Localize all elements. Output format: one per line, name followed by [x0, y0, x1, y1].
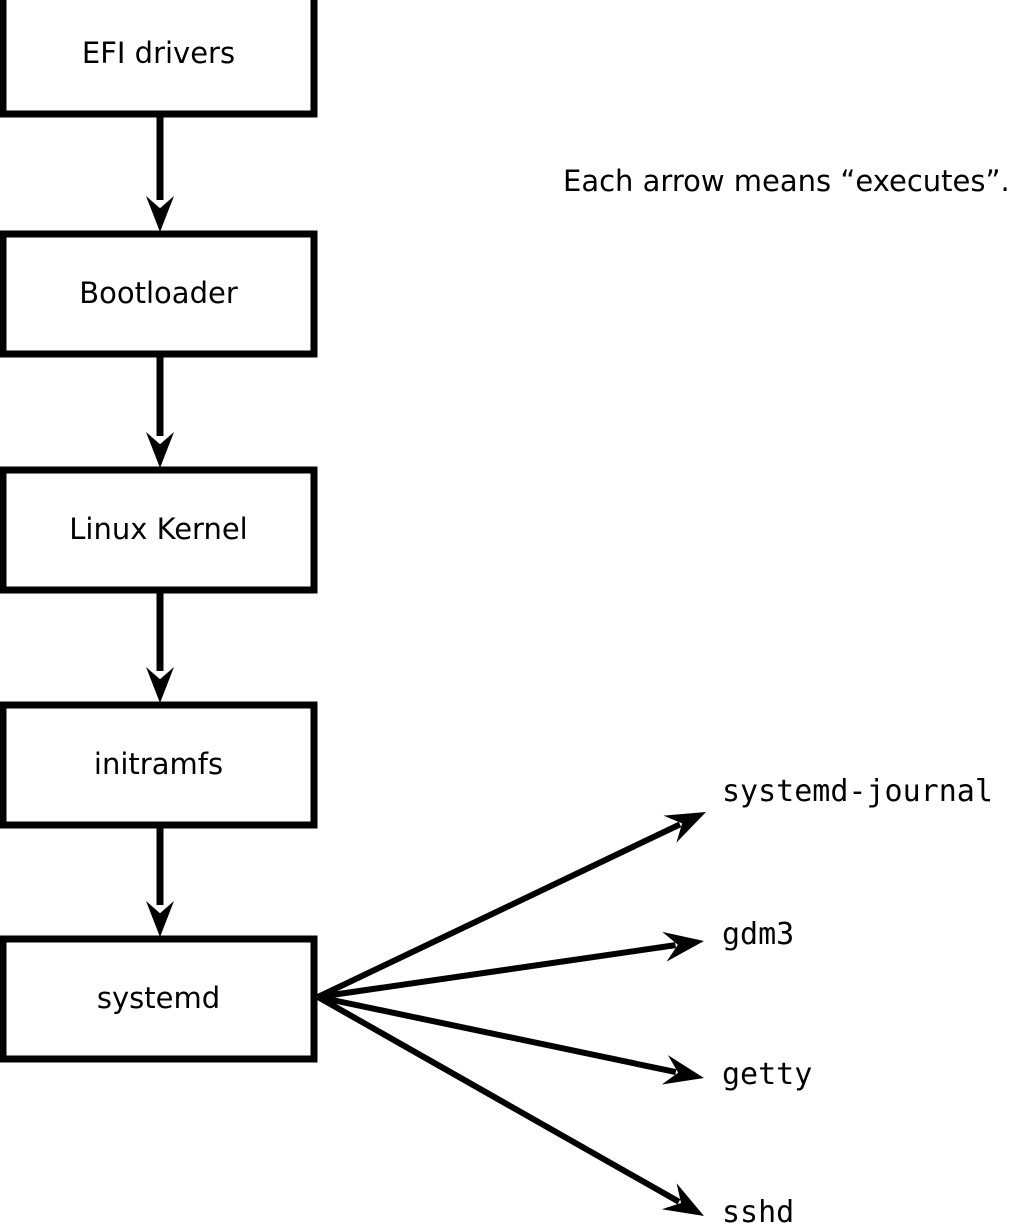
service-arrow	[317, 994, 704, 1085]
service-label-layer: systemd-journal gdm3 getty sshd	[722, 774, 993, 1230]
stage-box[interactable]: Bootloader	[0, 230, 318, 358]
flow-arrow-head-icon	[146, 432, 174, 468]
stage-box-rect	[0, 701, 318, 829]
flow-arrow-head-icon	[146, 667, 174, 703]
stage-box-rect	[0, 230, 318, 358]
stage-box-rect	[0, 0, 318, 118]
service-label: gdm3	[722, 917, 794, 952]
stage-box-label: EFI drivers	[82, 36, 235, 70]
stage-box[interactable]: systemd	[0, 935, 318, 1063]
service-arrow-line	[317, 994, 677, 1076]
service-arrow-line	[316, 994, 681, 1205]
service-label: systemd-journal	[722, 774, 993, 809]
stage-box[interactable]: EFI drivers	[0, 0, 318, 118]
service-arrow-head-icon	[661, 1183, 704, 1216]
stage-box-label: systemd	[97, 981, 220, 1015]
service-arrow-head-icon	[662, 931, 704, 962]
legend-note: Each arrow means “executes”.	[563, 164, 1010, 198]
stage-box-label: Linux Kernel	[69, 512, 247, 546]
flow-arrow	[146, 354, 174, 468]
service-arrow	[317, 931, 704, 1000]
fan-arrow-layer	[316, 812, 706, 1216]
flow-arrow-layer	[146, 114, 174, 937]
flow-arrow	[146, 590, 174, 703]
flow-arrow-head-icon	[146, 196, 174, 232]
stage-box-rect	[0, 935, 318, 1063]
service-arrow-head-icon	[661, 1055, 704, 1085]
stage-box-label: Bootloader	[79, 276, 238, 310]
service-label: sshd	[722, 1195, 794, 1230]
stage-box[interactable]: Linux Kernel	[0, 466, 318, 594]
flow-arrow-head-icon	[146, 901, 174, 937]
service-arrow-head-icon	[663, 812, 706, 843]
flow-arrow	[146, 825, 174, 937]
service-arrow	[316, 812, 706, 1000]
service-label: getty	[722, 1057, 812, 1092]
service-arrow-line	[316, 821, 682, 1000]
stage-box-rect	[0, 466, 318, 594]
stage-box[interactable]: initramfs	[0, 701, 318, 829]
service-arrow-line	[317, 942, 676, 1000]
stage-box-label: initramfs	[94, 747, 223, 781]
service-arrow	[316, 994, 704, 1216]
flow-arrow	[146, 114, 174, 232]
